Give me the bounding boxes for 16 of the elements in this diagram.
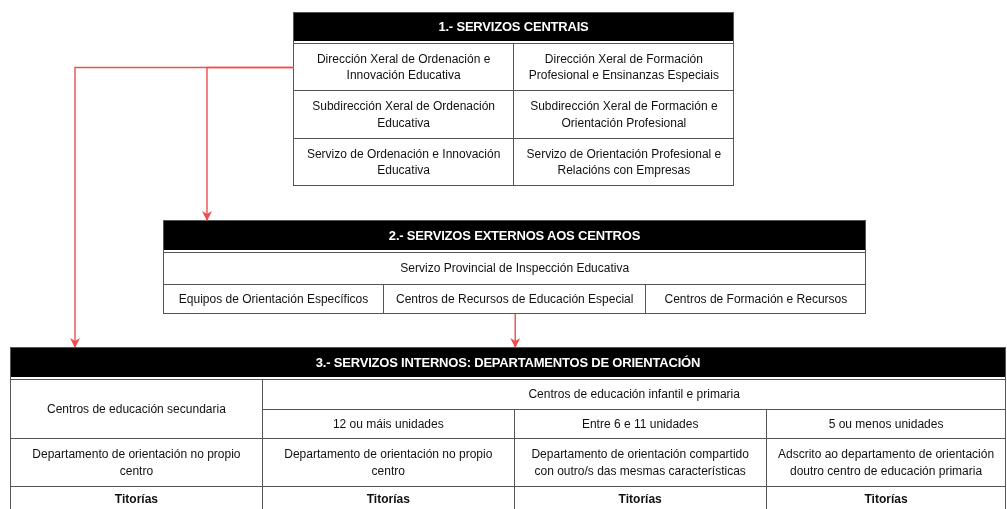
arrow (70, 66, 295, 348)
panel-heading: 3.- SERVIZOS INTERNOS: DEPARTAMENTOS DE ORIENTACIÓN (11, 348, 1005, 377)
table-cell: Departamento de orientación compartido con outro/s das mesmas características (514, 439, 767, 487)
table-panel (293, 12, 734, 186)
table-cell: Departamento de orientación no propio centro (262, 439, 515, 487)
panel-heading: 1.- SERVIZOS CENTRAIS (294, 13, 733, 41)
table-cell: Departamento de orientación no propio centro (11, 439, 263, 487)
table-panel (10, 347, 1006, 509)
table-cell: Centros de educación secundaria (11, 380, 263, 439)
table-cell: Subdirección Xeral de Ordenación Educativa (294, 91, 515, 139)
panel-heading: 2.- SERVIZOS EXTERNOS AOS CENTROS (164, 221, 865, 250)
table-cell: Dirección Xeral de Ordenación e Innovación Educativa (294, 44, 515, 91)
arrow (510, 313, 521, 348)
table-cell: Entre 6 e 11 unidades (514, 410, 767, 439)
table-panel (163, 220, 866, 314)
table-cell: 12 ou máis unidades (262, 410, 515, 439)
